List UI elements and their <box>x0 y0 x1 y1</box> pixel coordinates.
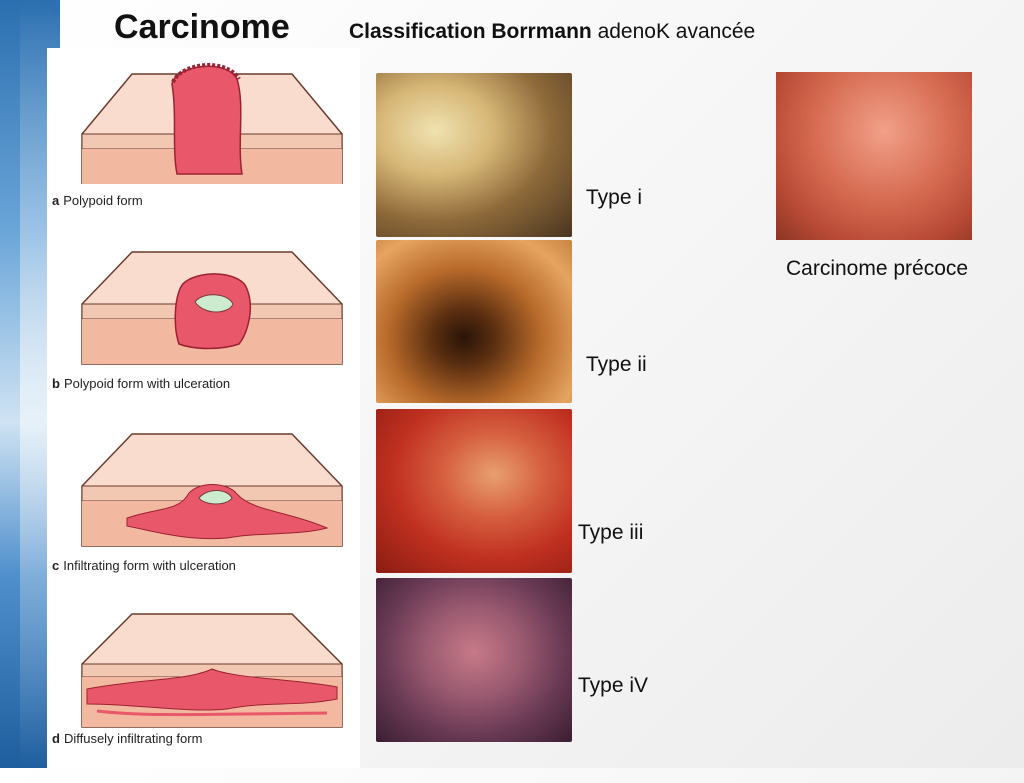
early-carcinoma-caption: Carcinome précoce <box>786 257 969 280</box>
type-3-label: Type iii <box>578 521 644 544</box>
endoscopy-image-type-1 <box>376 73 572 237</box>
type-1-label: Type i <box>586 186 643 209</box>
polypoid-illustration <box>81 63 343 184</box>
ulcerated-polypoid-illustration <box>81 251 343 365</box>
diffuse-infiltrating-illustration <box>81 613 343 728</box>
early-carcinoma-image <box>776 72 972 240</box>
subtitle-bold: Classification Borrmann <box>349 20 592 43</box>
slide-title: Carcinome <box>114 8 290 46</box>
type-4-label: Type iV <box>578 674 649 697</box>
type-2-label: Type ii <box>586 353 647 376</box>
endoscopy-image-type-2 <box>376 240 572 403</box>
endoscopy-image-type-3 <box>376 409 572 573</box>
subtitle-rest: adenoK avancée <box>591 20 756 43</box>
endoscopy-image-type-4 <box>376 578 572 742</box>
infiltrating-ulcer-illustration <box>81 433 343 547</box>
slide-subtitle: Classification Borrmann adenoK avancée <box>349 20 755 44</box>
